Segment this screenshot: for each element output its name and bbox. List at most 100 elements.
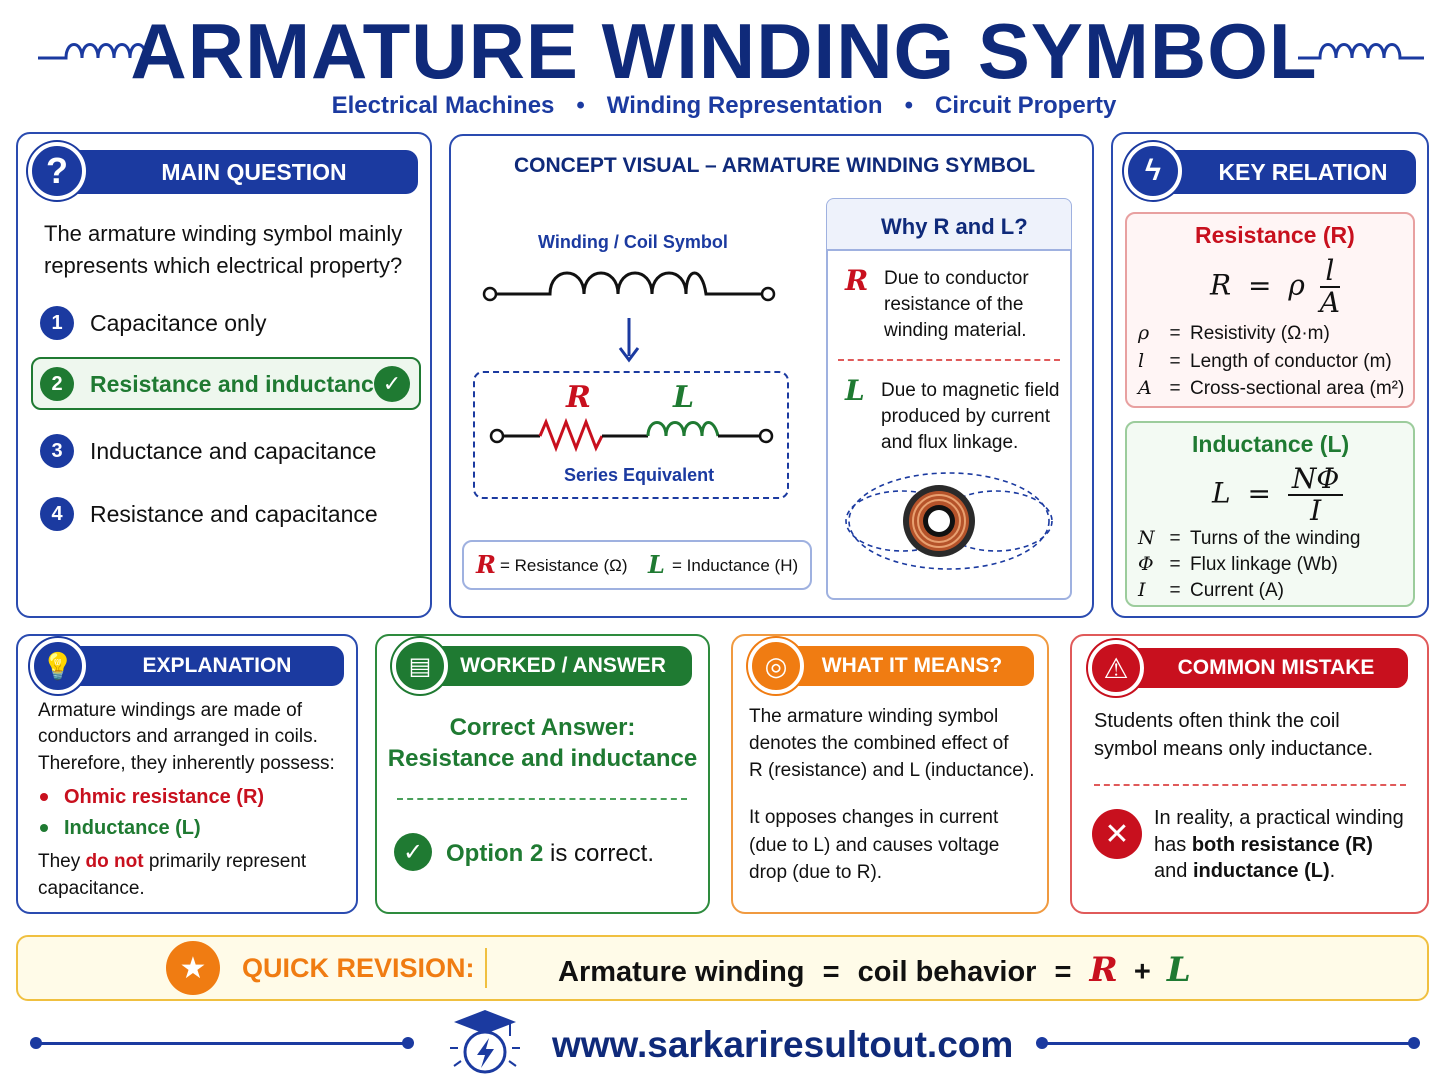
meaning-p2-line1: It opposes changes in current — [749, 807, 999, 828]
page-title: ARMATURE WINDING SYMBOL — [130, 7, 1318, 95]
explanation-line2: conductors and arranged in coils. — [38, 726, 318, 747]
subtitle-item: Circuit Property — [935, 92, 1117, 119]
footer-line-dot — [402, 1037, 414, 1049]
correct-answer-line1: Correct Answer: — [449, 714, 636, 741]
series-equivalent-box — [473, 371, 789, 499]
option-4[interactable]: Resistance and capacitance — [90, 501, 378, 527]
option-2-highlight[interactable] — [31, 357, 421, 410]
resistance-box — [1125, 212, 1415, 408]
option-2[interactable]: Resistance and inductance — [90, 371, 387, 397]
why-l-line3: and flux linkage. — [881, 432, 1019, 453]
ind-def-i: I=Current (A) — [1138, 579, 1284, 601]
subtitle-item: Winding Representation — [606, 92, 883, 119]
star-icon: ★ — [166, 941, 220, 995]
why-r-line1: Due to conductor — [884, 268, 1029, 289]
mistake-p1-line1: Students often think the coil — [1094, 710, 1340, 732]
main-question-heading: MAIN QUESTION — [60, 150, 418, 194]
legend-l-symbol: L — [648, 550, 665, 579]
frac-num: l — [1319, 256, 1340, 288]
formula-eq: = — [1248, 268, 1272, 302]
footer-line-dot — [1408, 1037, 1420, 1049]
footer-line-left — [36, 1042, 408, 1045]
revision-statement: Armature winding = coil behavior = R + L — [558, 950, 1191, 990]
option-number-2: 2 — [40, 367, 74, 401]
ind-def-n: N=Turns of the winding — [1138, 527, 1361, 549]
why-r-symbol: R — [845, 264, 869, 297]
explanation-bullet1: Ohmic resistance (R) — [64, 786, 265, 808]
option-number-4: 4 — [40, 497, 74, 531]
legend-l-text: = Inductance (H) — [672, 556, 799, 575]
question-text-line1: The armature winding symbol mainly — [44, 221, 403, 246]
option-correct-text: Option 2 is correct. — [446, 840, 655, 867]
mistake-p2-line1: In reality, a practical winding — [1154, 807, 1404, 829]
mistake-divider — [1094, 784, 1406, 786]
mistake-p2-line3: and inductance (L). — [1154, 860, 1336, 882]
target-icon: ◎ — [748, 638, 804, 694]
meaning-p2-line3: drop (due to R). — [749, 862, 883, 883]
worked-divider — [397, 798, 687, 800]
frac-den: I — [1310, 494, 1322, 527]
explanation-line3: Therefore, they inherently possess: — [38, 753, 335, 774]
series-l-label: L — [673, 380, 695, 415]
frac-num: NΦ — [1287, 464, 1344, 496]
key-relation-heading: KEY RELATION — [1150, 150, 1416, 194]
why-l-line2: produced by current — [881, 406, 1050, 427]
legend-r-symbol: R — [476, 550, 496, 579]
series-equivalent-label: Series Equivalent — [564, 465, 715, 485]
bullet-dot-green — [40, 824, 48, 832]
worked-heading: WORKED / ANSWER — [418, 646, 692, 686]
explanation-heading: EXPLANATION — [60, 646, 344, 686]
formula-eq: = — [1247, 476, 1271, 510]
explanation-bullet2: Inductance (L) — [64, 817, 201, 839]
subtitle-item: Electrical Machines — [331, 92, 555, 119]
explanation-line1: Armature windings are made of — [38, 700, 303, 721]
revision-divider — [485, 948, 487, 988]
coil-decoration-right-icon — [1298, 43, 1424, 60]
footer-line-right — [1042, 1042, 1414, 1045]
why-title: Why R and L? — [881, 214, 1028, 239]
mistake-heading: COMMON MISTAKE — [1114, 648, 1408, 688]
why-l-symbol: L — [845, 374, 865, 407]
concept-heading: CONCEPT VISUAL – ARMATURE WINDING SYMBOL — [514, 154, 1036, 177]
option-number-3: 3 — [40, 434, 74, 468]
formula-l: L — [1212, 476, 1231, 510]
legend-box — [462, 540, 812, 590]
res-def-rho: ρ=Resistivity (Ω·m) — [1138, 322, 1330, 344]
meaning-p1-line2: denotes the combined effect of — [749, 733, 1009, 754]
lightning-icon: ϟ — [1124, 142, 1182, 200]
coil-label: Winding / Coil Symbol — [538, 232, 728, 252]
warning-icon: ⚠ — [1088, 640, 1144, 696]
why-r-line3: winding material. — [884, 320, 1027, 341]
lightbulb-icon: 💡 — [30, 638, 86, 694]
meaning-heading: WHAT IT MEANS? — [774, 646, 1034, 686]
mistake-p1-line2: symbol means only inductance. — [1094, 738, 1374, 760]
series-r-label: R — [566, 380, 591, 415]
formula-rho: ρ — [1288, 268, 1305, 302]
meaning-p1-line1: The armature winding symbol — [749, 706, 999, 727]
question-text-line2: represents which electrical property? — [44, 253, 403, 278]
ind-def-phi: Φ=Flux linkage (Wb) — [1138, 553, 1338, 575]
why-l-line1: Due to magnetic field — [881, 380, 1060, 401]
bullet-dot-red — [40, 793, 48, 801]
magnetic-field-icon — [845, 472, 1053, 570]
coil-symbol-icon — [482, 271, 776, 302]
checkmark-icon: ✓ — [374, 366, 410, 402]
resistor-inductor-icon — [489, 417, 774, 452]
graduation-cap-icon — [450, 1010, 520, 1074]
cross-icon: ✕ — [1092, 809, 1142, 859]
option-1[interactable]: Capacitance only — [90, 310, 267, 336]
resistance-title: Resistance (R) — [1195, 222, 1355, 248]
frac-den: A — [1319, 286, 1340, 319]
explanation-last-2: capacitance. — [38, 878, 145, 899]
quick-revision-label: QUICK REVISION: — [242, 953, 475, 983]
option-3[interactable]: Inductance and capacitance — [90, 438, 377, 464]
question-icon: ? — [28, 142, 86, 200]
checkmark-icon: ✓ — [394, 833, 432, 871]
why-r-line2: resistance of the — [884, 294, 1024, 315]
coil-decoration-left-icon — [38, 43, 174, 60]
why-title-bar — [827, 199, 1071, 251]
explanation-last: They do not primarily represent — [38, 851, 307, 872]
footer-url[interactable]: www.sarkariresultout.com — [552, 1024, 1014, 1065]
subtitle: Electrical Machines•Winding Representati… — [331, 92, 1117, 119]
